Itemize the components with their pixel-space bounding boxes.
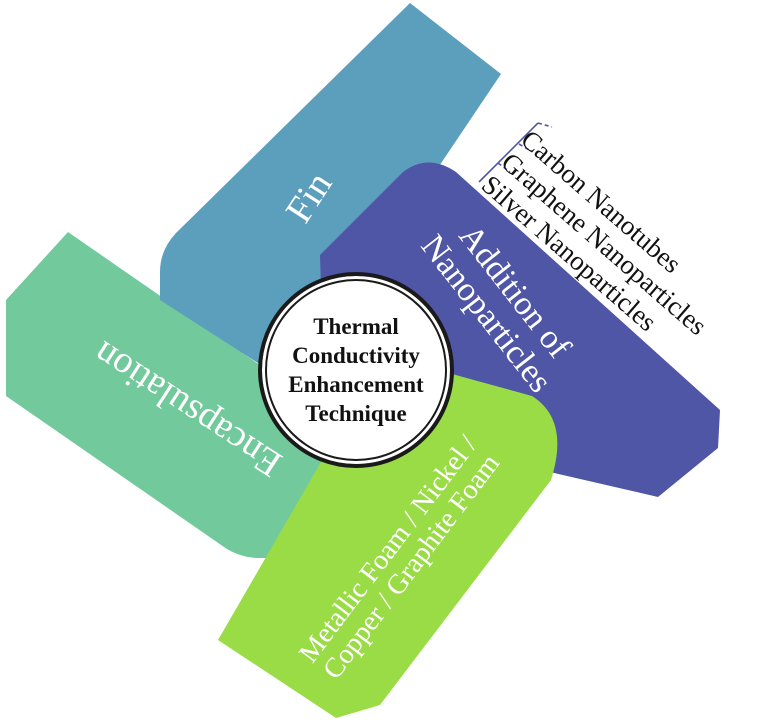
foam-shape	[218, 355, 558, 718]
center-circle: Thermal Conductivity Enhancement Techniq…	[258, 272, 454, 468]
nanoparticle-connector	[478, 122, 553, 183]
encapsulation-shape	[6, 232, 368, 558]
center-title: Thermal Conductivity Enhancement Techniq…	[288, 312, 423, 428]
center-title-line-1: Thermal	[313, 314, 399, 339]
fin-shape	[160, 3, 501, 385]
center-title-line-4: Technique	[305, 401, 407, 426]
center-title-line-3: Enhancement	[288, 372, 424, 397]
center-title-line-2: Conductivity	[292, 343, 420, 368]
